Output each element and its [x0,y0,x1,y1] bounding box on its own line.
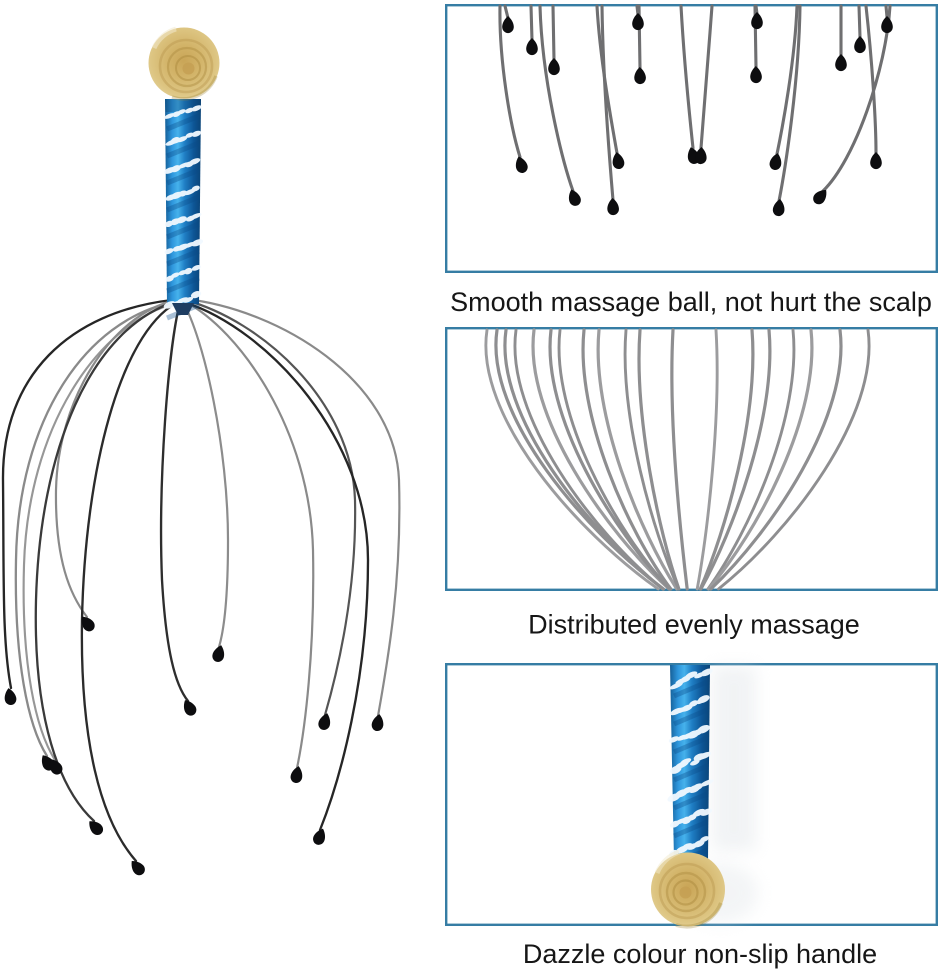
svg-text:Distributed evenly massage: Distributed evenly massage [528,610,860,640]
svg-text:Smooth massage ball, not hurt: Smooth massage ball, not hurt the scalp [450,287,932,317]
svg-text:Dazzle colour non-slip handle: Dazzle colour non-slip handle [523,939,877,969]
